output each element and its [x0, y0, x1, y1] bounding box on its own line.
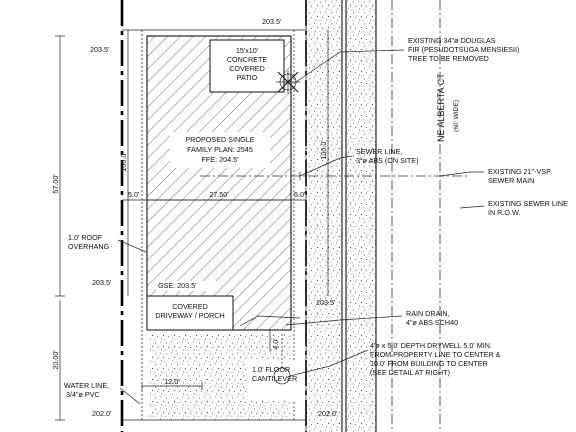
floor-line-1: 1.0' FLOOR [252, 365, 290, 374]
row-line-1: EXISTING SEWER LINE [488, 199, 568, 208]
house-width-dim: 27.50' [209, 190, 229, 199]
driveway-line-1: COVERED [172, 302, 208, 311]
tree-line-1: EXISTING 34"ø DOUGLAS [408, 36, 496, 45]
water-line-2: 3/4"ø PVC [66, 390, 100, 399]
dim-20-line [55, 300, 65, 421]
gse-label: GSE: 203.5' [158, 281, 197, 290]
roof-line-2: OVERHANG [68, 242, 110, 251]
elev-bottom-left: 202.0' [92, 409, 112, 418]
patio-line-4: PATIO [237, 73, 258, 82]
sewer-line-1: SEWER LINE, [356, 147, 402, 156]
tree-line-3: TREE TO BE REMOVED [408, 54, 489, 63]
gse-label-bg [156, 281, 218, 291]
setback-left-dim: 5.0' [128, 190, 140, 199]
cantilever-label-bg [248, 360, 298, 400]
floor-line-2: CANTILEVER [252, 374, 297, 383]
roof-line-1: 1.0' ROOF [68, 233, 103, 242]
elev-top-left: 203.5' [90, 45, 110, 54]
house-line-2: FAMILY PLAN: 2545 [187, 145, 253, 154]
dim-57: 57.00' [51, 174, 60, 194]
drywell-line-1: 4'ø x 5.0' DEPTH DRYWELL 5.0' MIN. [370, 341, 492, 350]
elev-left-mid: 203.5' [92, 278, 112, 287]
drywell-line-2: FROM PROPERTY LINE TO CENTER & [370, 350, 501, 359]
rain-line-2: 4"ø ABS SCH40 [406, 318, 458, 327]
dim-12-line [141, 382, 203, 390]
sewer-line-2: 3"ø ABS (ON SITE) [356, 156, 418, 165]
sidewalk [346, 0, 376, 432]
rain-line-1: RAIN DRAIN, [406, 309, 450, 318]
dim-20: 20.00' [51, 350, 60, 370]
dim-57-line [55, 35, 65, 297]
planting-strip [306, 0, 342, 432]
row-line-2: IN R.O.W. [488, 208, 520, 217]
driveway-box [146, 295, 234, 331]
main-line-1: EXISTING 21"-VSP [488, 167, 551, 176]
elev-right-mid: 203.5' [316, 298, 336, 307]
drywell-line-4: (SEE DETAIL AT RIGHT) [370, 368, 450, 377]
main-line-2: SEWER MAIN [488, 176, 534, 185]
street-width: (60' WIDE) [453, 100, 460, 132]
house-label-bg [170, 132, 270, 168]
dim-100-right: 100.0' [319, 140, 328, 160]
elev-top: 203.5' [262, 17, 282, 26]
dim-4: 4.0' [271, 338, 280, 350]
elev-bottom-right: 202.0' [318, 409, 338, 418]
dim-12: 12.0' [164, 377, 180, 386]
house-line-1: PROPOSED SINGLE [185, 135, 254, 144]
dim-100-left: 100.0' [119, 152, 128, 172]
leader-lines [117, 49, 485, 405]
water-line-1: WATER LINE, [64, 381, 109, 390]
dim-width-line [122, 196, 306, 204]
setback-right-dim: 5.0' [294, 190, 306, 199]
street-name: NE ALBERTA CT [436, 73, 446, 142]
drywell-line-3: 10.0' FROM BUILDING TO CENTER [370, 359, 488, 368]
driveway-line-2: DRIVEWAY / PORCH [155, 311, 224, 320]
house-line-3: FFE: 204.5' [202, 155, 240, 164]
tree-line-2: FIR (PESUDOTSUGA MENSIESII) [408, 45, 519, 54]
patio-box [209, 39, 285, 93]
patio-line-2: CONCRETE [227, 55, 268, 64]
patio-line-1: 15'x10' [236, 46, 259, 55]
patio-line-3: COVERED [229, 64, 265, 73]
